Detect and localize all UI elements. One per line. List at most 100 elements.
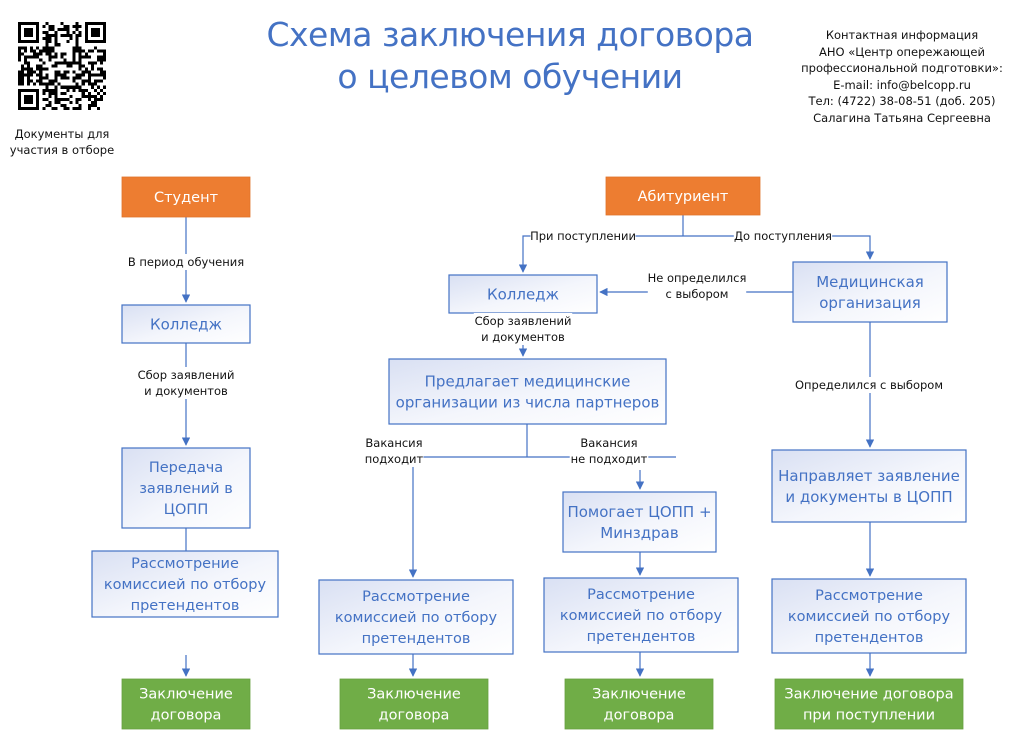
- node-label: Предлагает медицинские: [425, 372, 631, 390]
- node-box: [605, 176, 761, 216]
- node-box: [771, 449, 967, 523]
- node-label: договора: [604, 708, 675, 724]
- node-box: [339, 678, 489, 730]
- node-label: и документы в ЦОПП: [785, 488, 952, 506]
- node-box: [318, 579, 514, 655]
- node-box: [564, 678, 714, 730]
- edge-label-bg: [647, 270, 747, 302]
- edge-label-text: Не определился: [648, 271, 747, 285]
- flow-node-college-a: Колледж: [448, 274, 598, 314]
- node-box: [792, 261, 948, 323]
- flow-node-review-1: Рассмотрение комиссией по отбору претенден…: [318, 579, 514, 655]
- edge-label-text: Сбор заявлений: [475, 314, 572, 328]
- node-label: Помогает ЦОПП +: [567, 503, 711, 521]
- contact-heading: Контактная информация: [825, 28, 979, 42]
- flow-node-transfer: Передача заявлений в ЦОПП: [121, 447, 251, 529]
- node-label: Заключение: [367, 687, 461, 703]
- node-box: [774, 678, 964, 730]
- node-label: комиссией по отбору: [104, 577, 267, 593]
- edge-label-bg: [136, 367, 236, 399]
- node-label: Рассмотрение: [815, 588, 923, 604]
- qr-caption-line: Документы для: [14, 127, 110, 141]
- edge-label-text: Вакансия: [580, 436, 637, 450]
- qr-caption-line: участия в отборе: [9, 143, 115, 157]
- contact-org: профессиональной подготовки»:: [801, 61, 1003, 76]
- node-label: Передача: [149, 460, 223, 476]
- flow-node-review-3: Рассмотрение комиссией по отбору претенден…: [771, 578, 967, 654]
- contact-phone[interactable]: Тел: (4722) 38-08-51 (доб. 205): [808, 94, 996, 109]
- node-label: Колледж: [150, 315, 222, 333]
- flow-node-review-2: Рассмотрение комиссией по отбору претенден…: [543, 577, 739, 653]
- node-box: [448, 274, 598, 314]
- qr-code-icon[interactable]: [18, 22, 106, 110]
- edge-label-text: Сбор заявлений: [138, 368, 235, 382]
- node-label: Колледж: [487, 285, 559, 303]
- node-box: [771, 578, 967, 654]
- edge-label-bg: [530, 228, 636, 244]
- edge-label-bg: [796, 377, 942, 393]
- contact-person: Салагина Татьяна Сергеевна: [813, 110, 991, 125]
- edge-label-text: с выбором: [666, 287, 729, 301]
- node-label: Абитуриент: [638, 189, 729, 205]
- node-box: [562, 491, 717, 553]
- edge-label-text: не подходит: [571, 452, 648, 466]
- flow-node-review-s: Рассмотрение комиссией по отбору претенден…: [91, 550, 279, 618]
- node-box: [543, 577, 739, 653]
- flow-node-helps: Помогает ЦОПП + Минздрав: [562, 491, 717, 553]
- page-title-line: о целевом обучении: [337, 57, 683, 96]
- node-label: комиссией по отбору: [560, 608, 723, 624]
- flow-node-contract-1: Заключение договора: [339, 678, 489, 730]
- node-label: претендентов: [131, 598, 240, 614]
- edge-label-text: До поступления: [734, 229, 832, 243]
- node-label: комиссией по отбору: [335, 610, 498, 626]
- edge-label-bg: [733, 228, 833, 244]
- page-title-line: Схема заключения договора: [266, 15, 754, 54]
- node-box: [121, 678, 251, 730]
- node-label: Рассмотрение: [587, 587, 695, 603]
- node-label: организация: [819, 294, 920, 312]
- node-label: организации из числа партнеров: [396, 393, 660, 411]
- node-label: договора: [379, 708, 450, 724]
- edge-label-during-study: В период обучения: [126, 254, 246, 270]
- edge-label-text: Определился с выбором: [795, 378, 943, 392]
- node-label: Заключение договора: [784, 687, 953, 703]
- node-label: претендентов: [815, 630, 924, 646]
- edge-label-bg: [473, 313, 573, 345]
- flow-node-student: Студент: [121, 176, 251, 218]
- node-box: [388, 358, 667, 425]
- edge-label-vacancy-not-fits: Вакансия не подходит: [569, 435, 649, 467]
- node-label: Заключение: [592, 687, 686, 703]
- edge-label-bg: [364, 435, 424, 467]
- node-label: Рассмотрение: [362, 589, 470, 605]
- contact-org: АНО «Центр опережающей: [819, 44, 985, 59]
- node-label: Студент: [154, 190, 219, 206]
- node-label: Медицинская: [816, 273, 924, 291]
- node-label: Минздрав: [600, 524, 678, 542]
- edge-label-text: В период обучения: [128, 255, 244, 269]
- node-label: Направляет заявление: [778, 467, 960, 485]
- edge-label-collect-a: Сбор заявлений и документов: [473, 313, 573, 345]
- edge-label-text: и документов: [481, 330, 565, 344]
- flow-node-applicant: Абитуриент: [605, 176, 761, 216]
- edge-label-bg: [569, 435, 649, 467]
- node-label: Заключение: [139, 687, 233, 703]
- node-label: заявлений в: [139, 481, 233, 497]
- edge-label-bg: [126, 254, 246, 270]
- contact-email[interactable]: E-mail: info@belcopp.ru: [833, 77, 971, 92]
- node-box: [121, 176, 251, 218]
- node-label: претендентов: [362, 631, 471, 647]
- qr-caption: Документы для участия в отборе: [0, 126, 124, 158]
- node-label: Рассмотрение: [131, 556, 239, 572]
- node-box: [91, 550, 279, 618]
- page-title: Схема заключения договора о целевом обуч…: [250, 14, 770, 98]
- node-label: ЦОПП: [164, 502, 208, 518]
- edge-label-decided: Определился с выбором: [795, 377, 943, 393]
- node-label: претендентов: [587, 629, 696, 645]
- node-label: комиссией по отбору: [788, 609, 951, 625]
- edge-label-on-admission: При поступлении: [530, 228, 636, 244]
- edge-label-text: При поступлении: [530, 229, 636, 243]
